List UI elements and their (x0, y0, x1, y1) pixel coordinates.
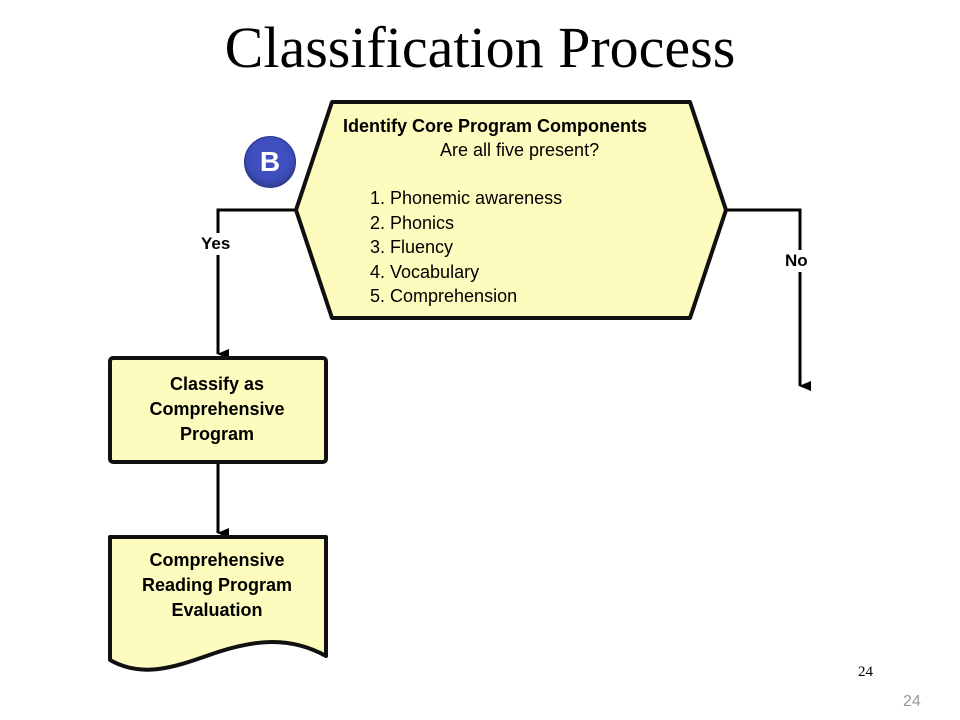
decision-question: Are all five present? (440, 140, 600, 160)
component-item: 4. Vocabulary (370, 261, 480, 282)
component-item: 5. Comprehension (370, 286, 518, 306)
component-item: 2. Phonics (370, 212, 455, 233)
decision-hexagon (294, 100, 728, 320)
classify-process-box (108, 356, 328, 464)
document-line: Evaluation (171, 600, 263, 620)
section-b-badge: B (244, 136, 296, 188)
component-item: 3. Fluency (370, 237, 454, 257)
decision-title: Identify Core Program Components (343, 116, 648, 136)
component-list: 1. Phonemic awareness 2. Phonics 3. Flue… (370, 186, 562, 309)
process-line: Comprehensive (149, 399, 285, 419)
no-connector (726, 208, 811, 391)
evaluation-document-shape (108, 535, 328, 672)
evaluation-document-text: Comprehensive Reading Program Evaluation (110, 548, 324, 623)
footer-page-number: 24 (903, 693, 921, 710)
component-item: 1. Phonemic awareness (370, 188, 563, 208)
no-branch-label: No (782, 250, 811, 272)
classify-process-text: Classify as Comprehensive Program (110, 372, 324, 447)
process-line: Classify as (169, 374, 265, 394)
document-line: Comprehensive (149, 550, 285, 570)
document-line: Reading Program (141, 575, 293, 595)
slide-page-number: 24 (858, 664, 873, 680)
slide-title: Classification Process (224, 15, 736, 80)
yes-connector (216, 208, 296, 359)
process-line: Program (179, 424, 255, 444)
yes-branch-label: Yes (198, 233, 234, 255)
